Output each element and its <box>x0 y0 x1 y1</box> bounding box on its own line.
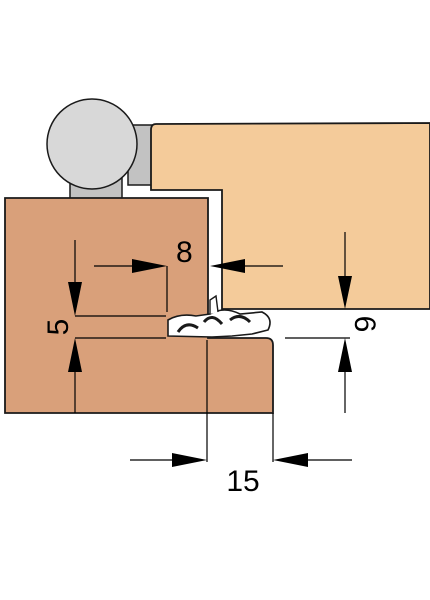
hinge-barrel <box>46 98 138 190</box>
seal-stem <box>209 294 219 314</box>
door-panel <box>150 122 430 310</box>
offset15-right-arrow <box>273 453 308 467</box>
gap5-top-arrow <box>68 282 82 316</box>
dimension-gap-horizontal: 8 <box>94 236 283 312</box>
gap5-bottom-arrow <box>68 338 82 372</box>
seal-detail-1 <box>176 315 252 333</box>
gap-vertical-left-label: 5 <box>42 319 75 336</box>
dimension-offset-bottom: 15 <box>130 340 352 498</box>
offset15-left-arrow <box>172 453 207 467</box>
offset-bottom-label: 15 <box>226 465 259 498</box>
hinge-knuckle-icon <box>46 98 155 201</box>
dimension-gap-vertical-left: 5 <box>42 240 166 413</box>
seal-profile-icon <box>167 294 271 338</box>
gap6-bottom-arrow <box>338 338 352 372</box>
dimension-gap-vertical-right: 6 <box>285 232 381 413</box>
gap-horizontal-label: 8 <box>176 236 193 269</box>
gap8-right-arrow <box>210 259 245 273</box>
gap6-top-arrow <box>338 276 352 309</box>
gap8-left-arrow <box>132 259 167 273</box>
gap-vertical-right-label: 6 <box>348 316 381 333</box>
